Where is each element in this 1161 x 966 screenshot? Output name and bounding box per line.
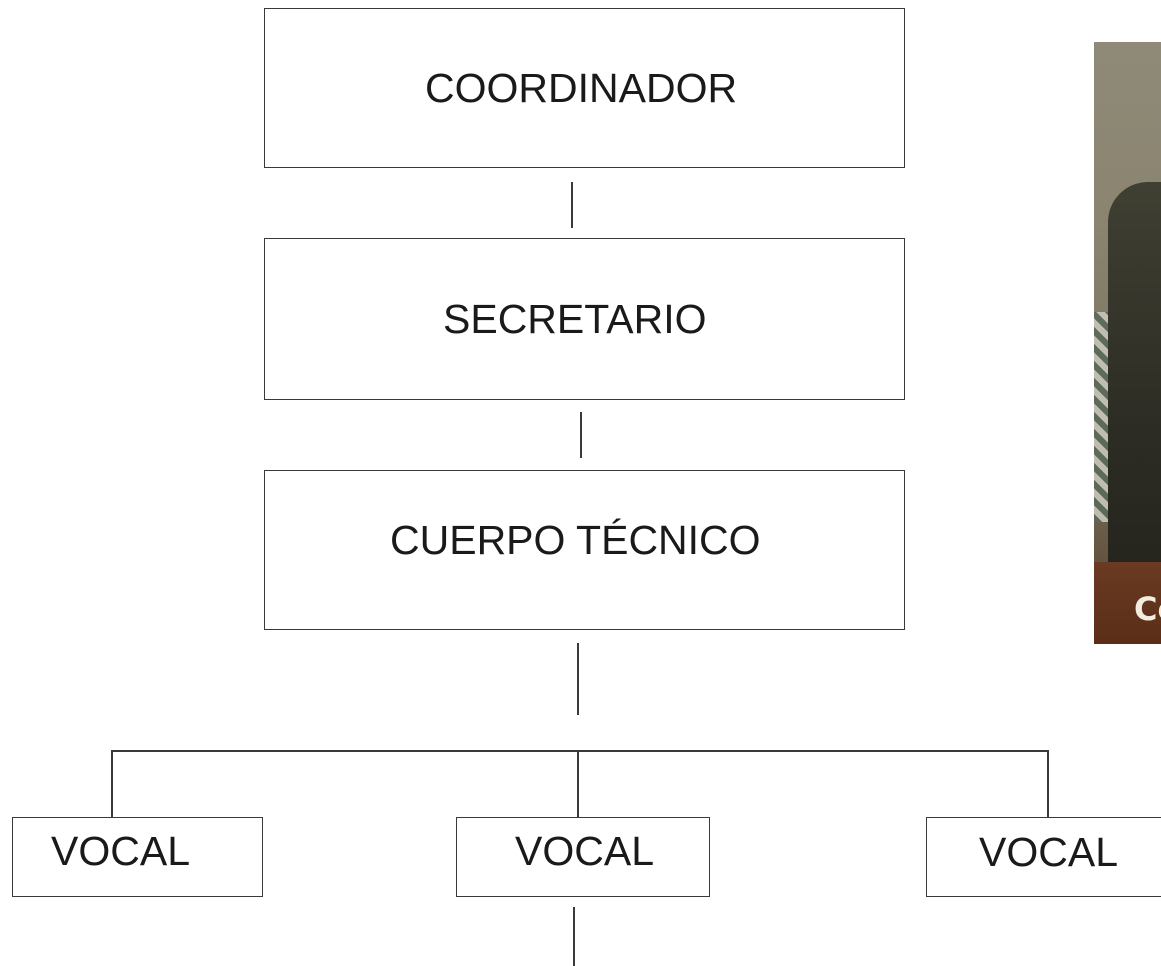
vocal-box-right: VOCAL (926, 817, 1161, 897)
photo-lower-band (1094, 562, 1161, 644)
branch-drop-left (111, 750, 113, 817)
connector-cuerpo-branch (577, 643, 579, 715)
photo-person-figure (1108, 182, 1161, 602)
branch-drop-center (577, 750, 579, 817)
secretario-box: SECRETARIO (264, 238, 905, 400)
vocal-box-left: VOCAL (12, 817, 263, 897)
vocal-label: VOCAL (51, 827, 190, 874)
cuerpo-tecnico-label: CUERPO TÉCNICO (390, 516, 761, 563)
branch-horizontal-line (111, 750, 1048, 752)
photo-fragment: Co (1094, 42, 1161, 644)
branch-drop-right (1047, 750, 1049, 817)
coordinador-label: COORDINADOR (425, 64, 738, 111)
connector-coordinador-secretario (571, 182, 573, 228)
photo-caption: Co (1134, 590, 1161, 628)
connector-below-center-vocal (573, 907, 575, 966)
connector-secretario-cuerpo (580, 412, 582, 458)
vocal-label: VOCAL (979, 828, 1118, 875)
vocal-label: VOCAL (515, 827, 654, 874)
secretario-label: SECRETARIO (443, 295, 707, 342)
photo-tile-pattern (1094, 312, 1112, 522)
vocal-box-center: VOCAL (456, 817, 710, 897)
coordinador-box: COORDINADOR (264, 8, 905, 168)
cuerpo-tecnico-box: CUERPO TÉCNICO (264, 470, 905, 630)
